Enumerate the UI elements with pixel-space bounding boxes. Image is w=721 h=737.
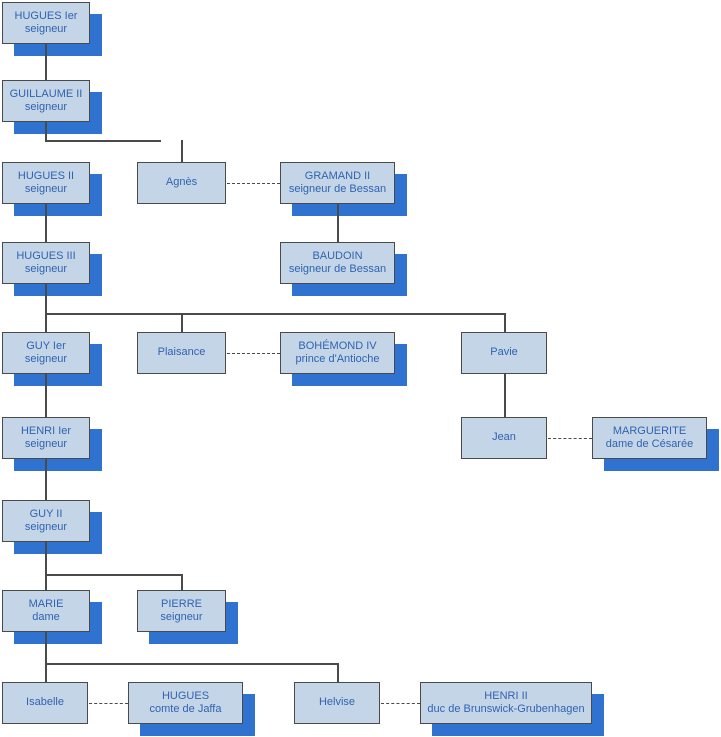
descent-line-marie-drop — [45, 632, 47, 665]
node-subtitle: comte de Jaffa — [149, 703, 222, 715]
descent-line-hugues3-drop — [45, 284, 47, 315]
node-title: GRAMAND II — [304, 169, 371, 182]
node-title: BAUDOIN — [312, 249, 363, 262]
descent-line-hugues2-hugues3 — [45, 204, 47, 242]
node-title: PIERRE — [161, 597, 202, 610]
node-title: BOHÉMOND IV — [298, 339, 377, 352]
node-subtitle: dame — [32, 611, 60, 623]
node-title: Pavie — [490, 346, 518, 359]
descent-line-guillaume2-drop — [45, 122, 47, 142]
marriage-line-jean-marguerite — [548, 438, 592, 439]
node-title: Isabelle — [26, 696, 64, 709]
node-subtitle: seigneur — [24, 353, 68, 365]
node-subtitle: dame de Césarée — [605, 438, 694, 450]
node-title: HUGUES — [161, 689, 210, 702]
node-title: GUY II — [29, 507, 63, 520]
marriage-line-plaisance-bohemond — [227, 353, 280, 354]
node-title: HUGUES Ier — [14, 9, 78, 22]
descent-line-guy1-drop — [45, 313, 47, 332]
descent-line-hugues1-guillaume2 — [45, 44, 47, 80]
node-title: Jean — [492, 431, 516, 444]
node-subtitle: duc de Brunswick-Grubenhagen — [427, 703, 585, 715]
descent-line-guy1-henri1 — [45, 374, 47, 417]
node-subtitle: prince d'Antioche — [295, 353, 380, 365]
node-isabelle[interactable]: Isabelle — [2, 682, 88, 724]
marriage-line-agnes-gramand2 — [227, 183, 280, 184]
node-title: HUGUES II — [17, 169, 75, 182]
node-title: Agnès — [165, 176, 198, 189]
node-agnes[interactable]: Agnès — [137, 162, 226, 204]
node-title: Plaisance — [157, 346, 206, 359]
descent-line-marie-bar — [45, 663, 338, 665]
descent-line-pavie-drop — [504, 313, 506, 332]
node-subtitle: seigneur — [24, 23, 68, 35]
node-title: MARIE — [28, 597, 64, 610]
node-helvise[interactable]: Helvise — [294, 682, 380, 724]
descent-line-isabelle-drop — [45, 663, 47, 682]
marriage-line-isabelle-hugues — [89, 703, 128, 704]
descent-line-marie-drop2 — [45, 574, 47, 590]
descent-line-agnes-drop — [181, 140, 183, 162]
node-subtitle: seigneur — [160, 611, 203, 623]
node-jean[interactable]: Jean — [461, 417, 547, 459]
node-subtitle: seigneur — [24, 183, 68, 195]
descent-line-helvise-drop — [337, 663, 339, 682]
descent-line-guillaume2-bar — [45, 140, 161, 142]
descent-line-plaisance-drop — [181, 313, 183, 332]
descent-line-guy2-bar — [45, 574, 182, 576]
node-title: HENRI II — [484, 689, 528, 702]
node-title: HUGUES III — [16, 249, 76, 262]
marriage-line-helvise-henri2 — [381, 703, 420, 704]
descent-line-hugues3-bar — [45, 313, 505, 315]
node-plaisance[interactable]: Plaisance — [137, 332, 226, 374]
descent-line-henri1-guy2 — [45, 459, 47, 500]
node-subtitle: seigneur — [24, 521, 68, 533]
node-subtitle: seigneur de Bessan — [288, 183, 387, 195]
node-pavie[interactable]: Pavie — [461, 332, 547, 374]
node-title: MARGUERITE — [612, 424, 687, 437]
node-subtitle: seigneur de Bessan — [288, 263, 387, 275]
node-title: GUILLAUME II — [9, 87, 83, 100]
node-subtitle: seigneur — [24, 438, 68, 450]
node-title: GUY Ier — [26, 339, 66, 352]
descent-line-pavie-jean — [504, 374, 506, 417]
node-subtitle: seigneur — [24, 263, 68, 275]
node-title: HENRI Ier — [20, 424, 72, 437]
descent-line-guy2-drop — [45, 542, 47, 576]
descent-line-gramand2-baudoin — [337, 204, 339, 242]
node-title: Helvise — [318, 696, 356, 709]
descent-line-pierre-drop — [181, 574, 183, 590]
node-subtitle: seigneur — [24, 101, 68, 113]
